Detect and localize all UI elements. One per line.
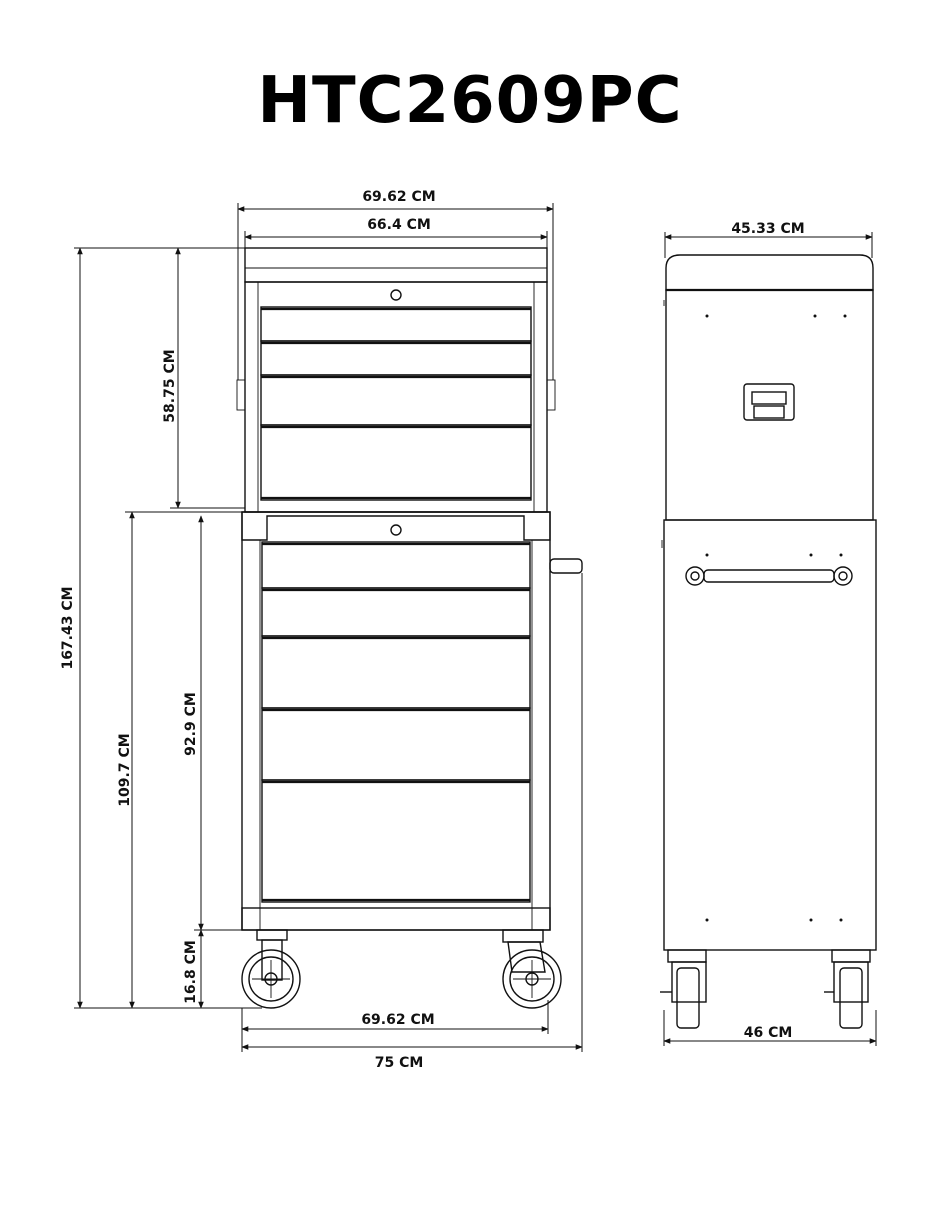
cabinet-drawers [261,541,531,903]
chest-lid [244,247,548,283]
side-right-caster [824,949,871,1029]
top-chest-lock-icon [390,289,402,301]
dim-side-top-depth: 45.33 CM [731,221,804,237]
front-left-caster [241,929,301,1009]
dim-top-outer-width: 69.62 CM [362,189,435,205]
side-top-chest [665,289,874,521]
bottom-cabinet-top [241,511,551,541]
side-carry-handle-icon [743,383,795,421]
side-handle [549,558,583,574]
top-drawer-2 [260,340,532,376]
top-drawer-4 [260,424,532,501]
side-left-caster [660,949,707,1029]
side-lid [665,254,874,291]
right-latch [546,379,556,411]
cabinet-drawer-2 [261,587,531,637]
dim-chest-height: 58.75 CM [162,349,178,422]
product-model-title: HTC2609PC [257,64,682,138]
cabinet-lock-icon [390,524,402,536]
dim-caster-height: 16.8 CM [183,940,199,1004]
dim-overall-width: 75 CM [375,1055,424,1071]
side-view: 45.33 CM [660,221,877,1046]
dim-cabinet-body-height: 92.9 CM [183,692,199,756]
cabinet-base [241,907,551,931]
left-latch [236,379,246,411]
front-view [236,247,583,1009]
cabinet-drawer-1 [261,541,531,589]
side-cabinet [663,519,877,951]
dim-total-height: 167.43 CM [60,586,76,669]
bottom-cabinet-body [241,511,551,931]
top-chest-drawers [260,306,532,501]
dim-top-inner-width: 66.4 CM [367,217,431,233]
dim-cabinet-height: 109.7 CM [117,733,133,806]
dim-side-base-depth: 46 CM [744,1025,793,1041]
top-chest-body [244,281,548,513]
dim-base-width: 69.62 CM [361,1012,434,1028]
cabinet-drawer-5 [261,779,531,903]
cabinet-drawer-4 [261,707,531,781]
top-drawer-1 [260,306,532,342]
front-right-caster [502,929,562,1009]
front-dimensions: 69.62 CM 66.4 CM 167.43 CM 58.75 CM 109.… [60,189,583,1071]
top-drawer-3 [260,374,532,426]
side-push-handle-icon [685,566,853,586]
cabinet-drawer-3 [261,635,531,709]
